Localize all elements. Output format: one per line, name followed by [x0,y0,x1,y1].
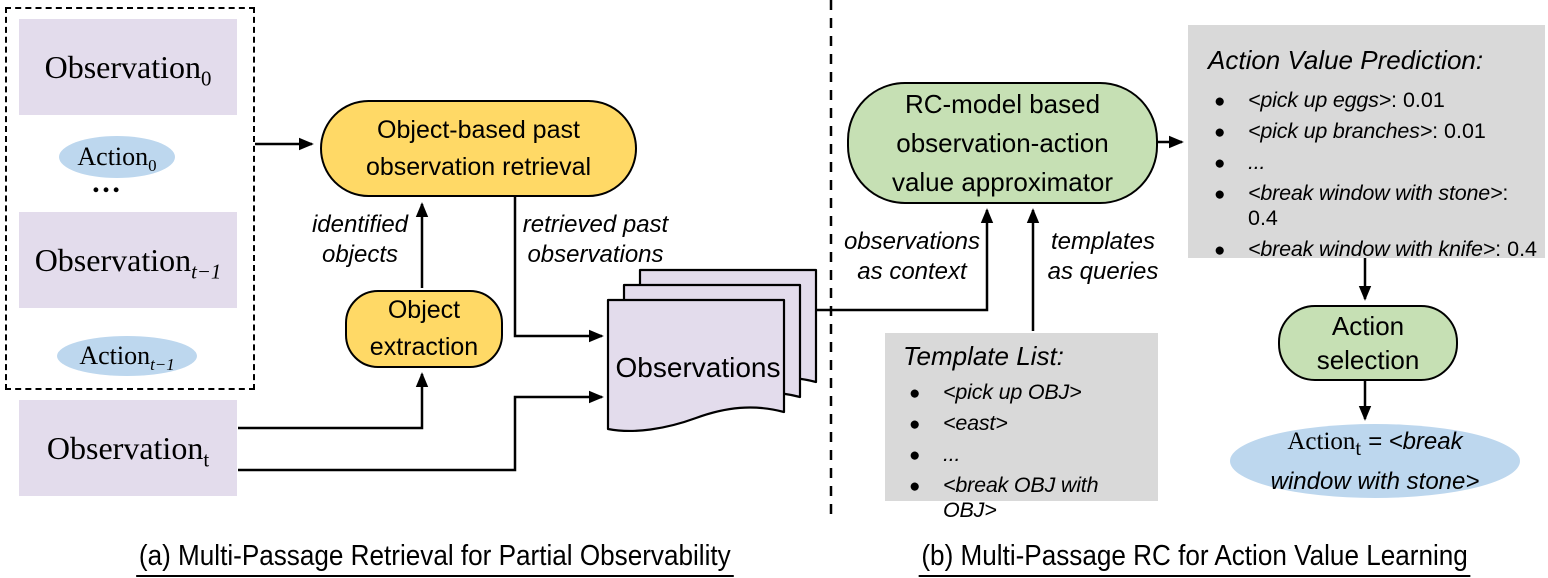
bullet-icon: ● [1214,184,1226,205]
action-0-ellipse: Action0 [59,136,175,178]
retrieval-node: Object-based past observation retrieval [320,100,637,197]
template-item: ● <pick up OBJ> [903,380,1148,405]
action-t-1-label: Actiont−1 [79,341,175,375]
observation-t-box: Observationt [19,400,237,496]
bullet-icon: ● [909,445,921,466]
action-selection-line1: Action [1331,311,1405,341]
history-dashed-box [5,7,255,390]
extraction-node-line2: extraction [369,333,479,361]
observations-as-context-label: observations as context [843,228,981,285]
prediction-item: ● <break window with stone>: 0.4 [1208,181,1537,231]
observations-stack-label: Observations [615,352,781,383]
identified-objects-label: identified objects [311,211,409,268]
rc-model-node: RC-model based observation-action value … [847,82,1158,204]
arrow-obst-to-extraction [238,372,429,430]
retrieved-observations-label: retrieved past observations [522,211,669,268]
prediction-item: ● ... [1208,150,1537,175]
observations-stack-shape [606,268,818,433]
bullet-icon: ● [1214,122,1226,143]
bullet-icon: ● [909,383,921,404]
bullet-icon: ● [909,476,921,497]
final-action-ellipse: Actiont = <break window with stone> [1230,424,1520,498]
history-ellipsis: … [91,166,123,199]
action-selection-line2: selection [1316,345,1420,375]
observation-0-box: Observation0 [19,19,237,115]
observation-t-1-label: Observationt−1 [34,241,222,283]
template-item: ● <break OBJ with OBJ> [903,473,1148,523]
arrow-retrieved-observations [513,197,604,343]
extraction-node-line1: Object [387,296,461,324]
template-list-title: Template List: [903,341,1064,371]
template-item: ● <east> [903,411,1148,436]
caption-b: (b) Multi-Passage RC for Action Value Le… [850,540,1540,577]
observation-t-1-box: Observationt−1 [19,212,237,308]
arrow-observations-as-context [816,208,994,312]
retrieval-node-line1: Object-based past [377,115,580,144]
rc-model-node-line3: value approximator [891,166,1114,197]
action-selection-node: Action selection [1278,305,1458,381]
action-0-label: Action0 [77,142,157,176]
prediction-item: ● <break window with knife>: 0.4 [1208,237,1537,262]
bullet-icon: ● [1214,240,1226,261]
bullet-icon: ● [909,414,921,435]
caption-a: (a) Multi-Passage Retrieval for Partial … [40,540,830,577]
rc-model-node-line1: RC-model based [904,88,1101,119]
extraction-node: Object extraction [345,290,503,368]
prediction-item: ● <pick up branches>: 0.01 [1208,119,1537,144]
bullet-icon: ● [1214,91,1226,112]
observation-t-label: Observationt [46,429,210,471]
observation-0-label: Observation0 [44,48,212,90]
action-value-prediction-title: Action Value Prediction: [1208,45,1484,75]
bullet-icon: ● [1214,153,1226,174]
templates-as-queries-label: templates as queries [1047,228,1159,285]
arrow-obst-to-stack [238,390,604,472]
prediction-item: ● <pick up eggs>: 0.01 [1208,88,1537,113]
action-t-1-ellipse: Actiont−1 [57,336,197,376]
template-list-box: Template List: ● <pick up OBJ> ● <east> … [885,333,1158,522]
template-item: ● ... [903,442,1148,467]
final-action-label: Actiont = <break window with stone> [1270,427,1480,495]
rc-model-node-line2: observation-action [896,127,1109,158]
retrieval-node-line2: observation retrieval [365,152,592,181]
action-value-prediction-box: Action Value Prediction: ● <pick up eggs… [1188,25,1545,261]
